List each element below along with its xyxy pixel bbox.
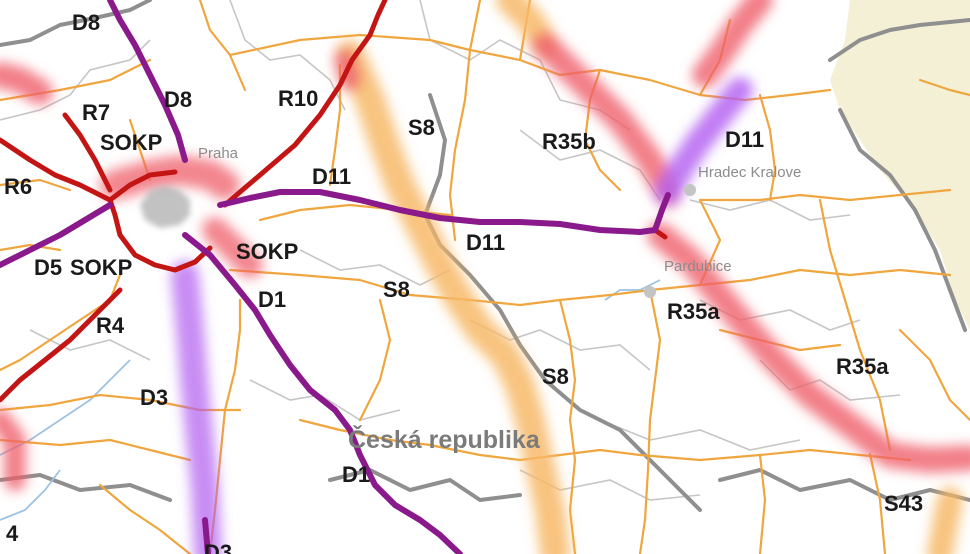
sokp-north — [107, 169, 178, 203]
country-label: Česká republika — [348, 426, 540, 454]
praha-city-area — [140, 184, 696, 298]
d3-south — [202, 517, 211, 554]
route-label-s8-c: S8 — [542, 364, 569, 389]
r6-line — [0, 137, 113, 203]
corridor-north-red — [692, 0, 773, 88]
route-label-edge-4: 4 — [6, 521, 19, 546]
route-label-r35a-a: R35a — [667, 299, 720, 324]
d11-line — [217, 189, 671, 235]
route-label-d8-top: D8 — [72, 10, 101, 35]
r10-line — [222, 0, 388, 208]
route-label-sokp-nw: SOKP — [100, 130, 163, 155]
r4-line — [0, 287, 123, 403]
corridor-r35a — [647, 222, 970, 473]
route-label-r6: R6 — [4, 174, 33, 199]
city-label-hradec: Hradec Kralove — [698, 164, 802, 181]
admin-borders-major — [0, 0, 970, 512]
sokp-ring — [107, 197, 213, 273]
city-label-praha: Praha — [198, 145, 239, 162]
corridor-r35-north — [532, 32, 681, 208]
route-label-d3: D3 — [140, 385, 169, 410]
corridor-s8 — [335, 40, 570, 554]
d1-line — [182, 232, 463, 554]
route-label-d5: D5 — [34, 255, 63, 280]
route-label-r7: R7 — [82, 100, 111, 125]
route-label-s8-b: S8 — [383, 277, 410, 302]
admin-borders-minor — [0, 0, 901, 501]
route-label-d11-c: D11 — [725, 127, 765, 152]
pardubice-dot — [644, 286, 656, 298]
route-label-r35a-b: R35a — [836, 354, 889, 379]
expressways — [0, 0, 668, 403]
d5-line — [0, 202, 113, 268]
d8-line — [107, 0, 188, 163]
corridor-sokp-e — [202, 217, 263, 278]
motorways — [0, 0, 671, 554]
route-label-d1-b: D1 — [342, 462, 371, 487]
route-label-s43: S43 — [884, 491, 924, 516]
corridor-d11-ext — [655, 77, 753, 205]
route-label-d11-a: D11 — [312, 164, 352, 189]
corridor-s43 — [927, 487, 963, 554]
route-label-d8: D8 — [164, 87, 193, 112]
corridor-sw-red — [0, 409, 26, 491]
route-label-sokp-e: SOKP — [236, 239, 299, 264]
route-label-r35b: R35b — [542, 129, 596, 154]
route-label-r10: R10 — [278, 86, 319, 111]
route-label-edge-d3: D3 — [204, 540, 233, 554]
corridor-d3 — [171, 261, 222, 554]
r7-line — [62, 112, 113, 193]
route-label-sokp-s: SOKP — [70, 255, 133, 280]
city-label-pardubice: Pardubice — [664, 258, 732, 275]
neighbor-country-area — [830, 0, 970, 330]
route-label-d11-b: D11 — [466, 230, 506, 255]
route-label-r4: R4 — [96, 313, 125, 338]
corridor-praha-w — [0, 62, 53, 105]
route-label-d1-a: D1 — [258, 287, 287, 312]
route-label-s8-a: S8 — [408, 115, 435, 140]
hradec-dot — [684, 184, 696, 196]
